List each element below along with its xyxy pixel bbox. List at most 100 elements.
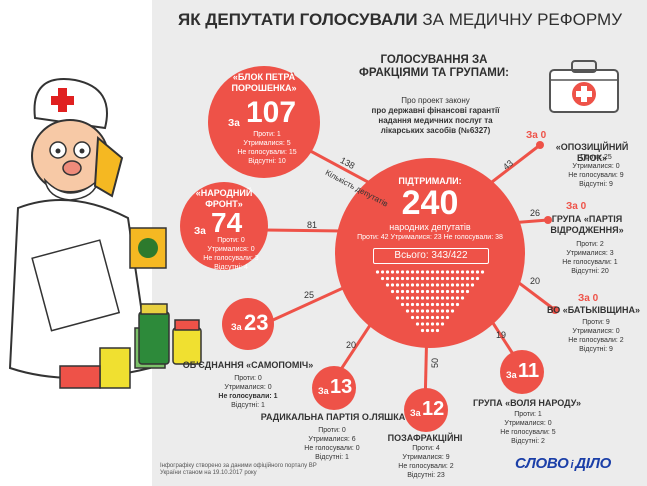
faction-circle-samo: [222, 298, 274, 350]
seat-dot: [430, 309, 435, 313]
faction-name-poza: ПОЗАФРАКЦІЙНІ: [387, 433, 463, 443]
faction-circle-vn: [500, 350, 544, 394]
seat-dot: [415, 322, 420, 326]
stats-ob: Проти: 25 Утрималися: 0 Не голосували: 9…: [556, 153, 636, 189]
seat-dot: [435, 328, 440, 333]
abstained-pv: Утрималися: 3: [566, 250, 614, 257]
count-bat: 20: [530, 276, 541, 286]
seat-dot: [405, 302, 410, 307]
logo-left: СЛОВО: [515, 455, 569, 472]
absent-poza: Відсутні: 23: [407, 472, 445, 479]
seat-dot: [430, 296, 435, 300]
center-breakdown: Проти: 42 Утрималися: 23 Не голосували: …: [341, 234, 519, 241]
seat-dot: [435, 289, 440, 294]
against-pv: Проти: 2: [576, 241, 604, 248]
abstained-bat: Утрималися: 0: [572, 328, 620, 335]
count-nf: 81: [307, 220, 318, 230]
seat-dot: [435, 302, 440, 307]
title-part-2: ЗА МЕДИЧНУ РЕФОРМУ: [422, 10, 623, 29]
seat-dot: [405, 283, 410, 287]
seat-dot: [400, 296, 405, 300]
seat-dot: [430, 328, 435, 333]
seat-dot: [440, 276, 445, 281]
stats-bat: Проти: 9 Утрималися: 0 Не голосували: 2 …: [556, 318, 636, 354]
seat-dot: [415, 276, 420, 281]
page-title: ЯК ДЕПУТАТИ ГОЛОСУВАЛИ ЗА МЕДИЧНУ РЕФОРМ…: [165, 10, 635, 30]
count-rp: 20: [346, 340, 357, 350]
seat-dot: [445, 302, 450, 307]
seat-dot: [420, 296, 425, 300]
seat-dot: [420, 322, 425, 326]
absent-vn: Відсутні: 2: [511, 438, 545, 445]
seat-dot: [420, 289, 425, 294]
dot-bat: [551, 306, 559, 314]
seat-dot: [450, 276, 455, 281]
seat-dot: [470, 270, 475, 274]
seat-dot: [400, 270, 405, 274]
abstained-nf: Утрималися: 0: [207, 246, 255, 253]
seat-dot: [450, 289, 455, 294]
against-rp: Проти: 0: [318, 427, 346, 434]
seat-dot: [435, 315, 440, 320]
not-voted-bat: Не голосували: 2: [568, 337, 624, 344]
za-value-bpp: 107: [246, 96, 297, 129]
seat-dot: [425, 309, 430, 313]
against-samo: Проти: 0: [234, 375, 262, 382]
seat-dot: [410, 276, 415, 281]
stats-nf: Проти: 0 Утрималися: 0 Не голосували: 3 …: [196, 236, 266, 272]
za-value-poza: 12: [422, 398, 445, 420]
not-voted-samo: Не голосували: 1: [218, 393, 278, 400]
seat-dot: [475, 270, 480, 274]
not-voted-vn: Не голосували: 5: [500, 429, 556, 436]
seat-dot: [450, 283, 455, 287]
seat-dot: [460, 283, 465, 287]
pill-bottles-illustration: [138, 303, 202, 365]
not-voted-rp: Не голосували: 0: [304, 445, 360, 452]
central-total-circle: ПІДТРИМАЛИ: 240 народних депутатів Проти…: [335, 158, 525, 348]
not-voted-pv: Не голосували: 1: [562, 259, 618, 266]
seat-dot: [380, 270, 385, 274]
faction-circle-poza: [404, 388, 448, 432]
against-ob: Проти: 25: [580, 154, 612, 161]
seat-dot: [425, 283, 430, 287]
abstained-bpp: Утрималися: 5: [243, 140, 291, 147]
not-voted-poza: Не голосували: 2: [398, 463, 454, 470]
seat-dot: [390, 283, 395, 287]
seat-dot: [450, 296, 455, 300]
seat-dot: [465, 270, 470, 274]
za-value-vn: 11: [518, 360, 540, 382]
seat-dot: [455, 270, 460, 274]
first-aid-kit-icon: [549, 60, 619, 113]
center-not-voted: Не голосували: 38: [443, 234, 503, 241]
seat-dot: [450, 302, 455, 307]
stats-samo: Проти: 0 Утрималися: 0 Не голосували: 1 …: [208, 374, 288, 410]
seat-dot: [400, 302, 405, 307]
seat-dot: [420, 328, 425, 333]
seat-dot: [420, 283, 425, 287]
seat-dot: [420, 302, 425, 307]
seat-dot: [430, 289, 435, 294]
faction-name-samo: ОБ'ЄДНАННЯ «САМОПОМІЧ»: [182, 360, 314, 370]
against-bat: Проти: 9: [582, 319, 610, 326]
not-voted-bpp: Не голосували: 15: [237, 149, 297, 156]
faction-circle-bpp: [208, 66, 320, 178]
seat-dot: [385, 276, 390, 281]
seat-dot: [415, 270, 420, 274]
seat-dot: [440, 283, 445, 287]
seat-dot: [430, 276, 435, 281]
title-part-1: ЯК ДЕПУТАТИ ГОЛОСУВАЛИ: [177, 10, 418, 29]
seat-dot: [440, 289, 445, 294]
supported-unit: народних депутатів: [389, 222, 471, 232]
seat-dot: [440, 309, 445, 313]
absent-bat: Відсутні: 9: [579, 346, 613, 353]
stats-bpp: Проти: 1 Утрималися: 5 Не голосували: 15…: [232, 130, 302, 166]
seat-dot: [430, 283, 435, 287]
seat-dot: [455, 289, 460, 294]
za-label-poza: За: [410, 408, 421, 418]
seat-dot: [435, 270, 440, 274]
project-intro: Про проект закону: [401, 96, 470, 105]
seat-dot: [425, 289, 430, 294]
stats-rp: Проти: 0 Утрималися: 6 Не голосували: 0 …: [292, 426, 372, 462]
seat-dot: [405, 270, 410, 274]
